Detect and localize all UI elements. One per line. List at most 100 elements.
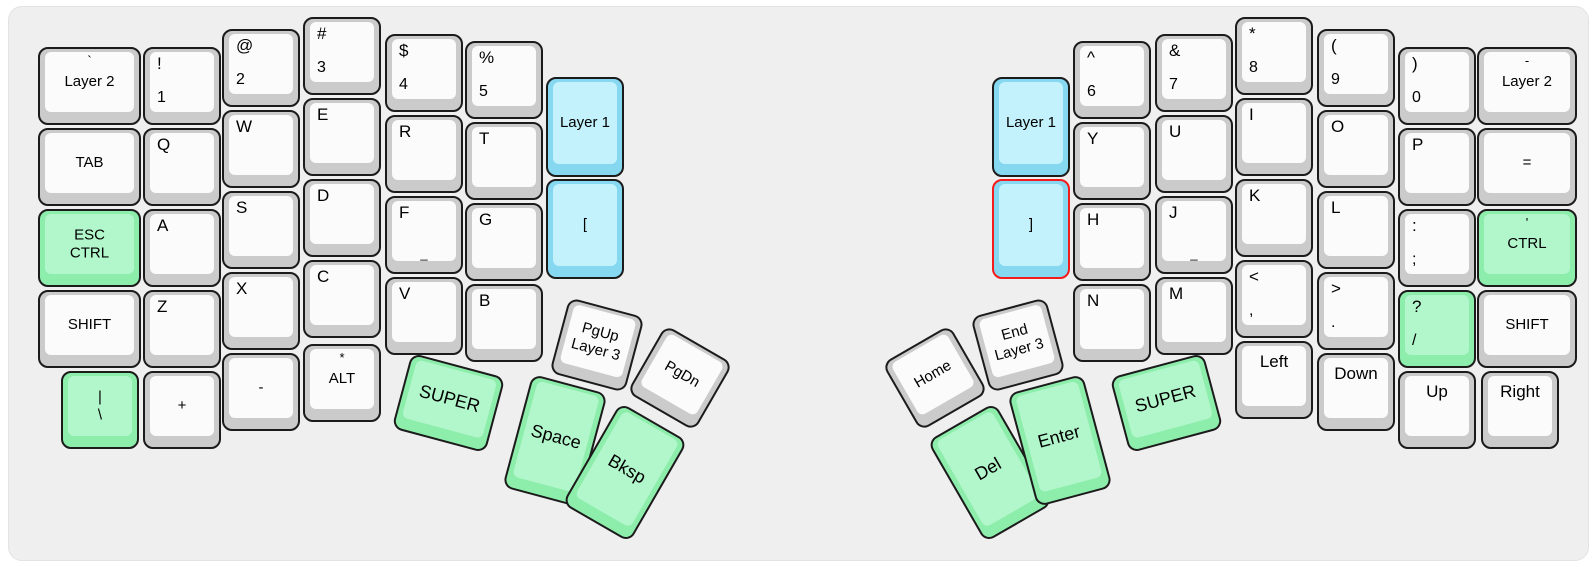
key-label: & [1169,41,1181,60]
key-h[interactable]: H [1073,203,1151,281]
key-label: [ [582,216,588,234]
key-a[interactable]: A [143,209,221,287]
key-label: ] [1028,216,1034,234]
key-v[interactable]: V [385,277,463,355]
key-period[interactable]: >. [1317,272,1395,350]
keycap-face: )0 [1405,52,1469,112]
key-label: # [317,24,327,43]
keycap-face: U [1162,120,1226,180]
key-minus[interactable]: - [222,353,300,431]
key-layer2-right[interactable]: -Layer 2 [1477,47,1577,125]
key-8[interactable]: *8 [1235,17,1313,95]
key-t[interactable]: T [465,122,543,200]
key-label: ) [1412,54,1418,73]
key-o[interactable]: O [1317,110,1395,188]
key-9[interactable]: (9 [1317,29,1395,107]
key-p[interactable]: P [1398,128,1476,206]
key-e[interactable]: E [303,98,381,176]
keycap-face: H [1080,208,1144,268]
key-label: K [1249,186,1261,205]
keycap-face: E [310,103,374,163]
key-shift-left[interactable]: SHIFT [38,290,141,368]
key-semicolon[interactable]: :; [1398,209,1476,287]
key-label: N [1087,291,1100,310]
keycap-face: Left [1242,346,1306,406]
key-6[interactable]: ^6 [1073,41,1151,119]
key-i[interactable]: I [1235,98,1313,176]
key-up[interactable]: Up [1398,371,1476,449]
key-label: = [1522,154,1532,172]
key-d[interactable]: D [303,179,381,257]
key-equals[interactable]: = [1477,128,1577,206]
key-j[interactable]: J_ [1155,196,1233,274]
key-pipe-backslash[interactable]: |\ [61,371,139,449]
key-1[interactable]: !1 [143,47,221,125]
keycap-face: (9 [1324,34,1388,94]
key-label: @ [236,36,254,55]
keycap-face: Enter [1015,380,1103,493]
key-lbracket[interactable]: [ [546,179,624,279]
key-g[interactable]: G [465,203,543,281]
key-u[interactable]: U [1155,115,1233,193]
key-5[interactable]: %5 [465,41,543,119]
key-l[interactable]: L [1317,191,1395,269]
key-x[interactable]: X [222,272,300,350]
key-w[interactable]: W [222,110,300,188]
keycap-face: ^6 [1080,46,1144,106]
key-question-slash[interactable]: ?/ [1398,290,1476,368]
key-label: 8 [1249,59,1258,77]
key-super-right[interactable]: SUPER [1109,352,1224,454]
key-shift-right[interactable]: SHIFT [1477,290,1577,368]
key-label: B [479,291,491,310]
keycap-face: N [1080,289,1144,349]
key-s[interactable]: S [222,191,300,269]
key-n[interactable]: N [1073,284,1151,362]
key-layer2-left[interactable]: `Layer 2 [38,47,141,125]
key-z[interactable]: Z [143,290,221,368]
key-label: Home [911,356,955,392]
key-layer1-left[interactable]: Layer 1 [546,77,624,177]
key-star-alt[interactable]: *ALT [303,344,381,422]
key-7[interactable]: &7 [1155,34,1233,112]
key-down[interactable]: Down [1317,353,1395,431]
key-tab[interactable]: TAB [38,128,141,206]
key-quote-ctrl[interactable]: 'CTRL [1477,209,1577,287]
key-label: 7 [1169,76,1178,94]
key-label: 9 [1331,71,1340,89]
key-label: 5 [479,83,488,101]
key-4[interactable]: $4 [385,34,463,112]
key-3[interactable]: #3 [303,17,381,95]
keycap-face: [ [553,184,617,266]
key-k[interactable]: K [1235,179,1313,257]
key-rbracket[interactable]: ] [992,179,1070,279]
key-super-left[interactable]: SUPER [391,352,506,454]
key-label: P [1412,135,1424,154]
key-f[interactable]: F_ [385,196,463,274]
key-label: ALT [328,370,356,388]
key-q[interactable]: Q [143,128,221,206]
key-b[interactable]: B [465,284,543,362]
keycap-face: Q [150,133,214,193]
key-m[interactable]: M [1155,277,1233,355]
key-left[interactable]: Left [1235,341,1313,419]
key-comma[interactable]: <, [1235,260,1313,338]
key-label: $ [399,41,409,60]
key-y[interactable]: Y [1073,122,1151,200]
keycap-face: Right [1488,376,1552,436]
key-c[interactable]: C [303,260,381,338]
key-0[interactable]: )0 [1398,47,1476,125]
key-plus[interactable]: + [143,371,221,449]
key-layer1-right[interactable]: Layer 1 [992,77,1070,177]
key-r[interactable]: R [385,115,463,193]
key-label: L [1331,198,1341,217]
key-right[interactable]: Right [1481,371,1559,449]
key-label: . [1331,314,1336,332]
key-label: ^ [1087,48,1095,67]
keycap-face: TAB [45,133,134,193]
key-2[interactable]: @2 [222,29,300,107]
key-label: Left [1259,352,1289,371]
